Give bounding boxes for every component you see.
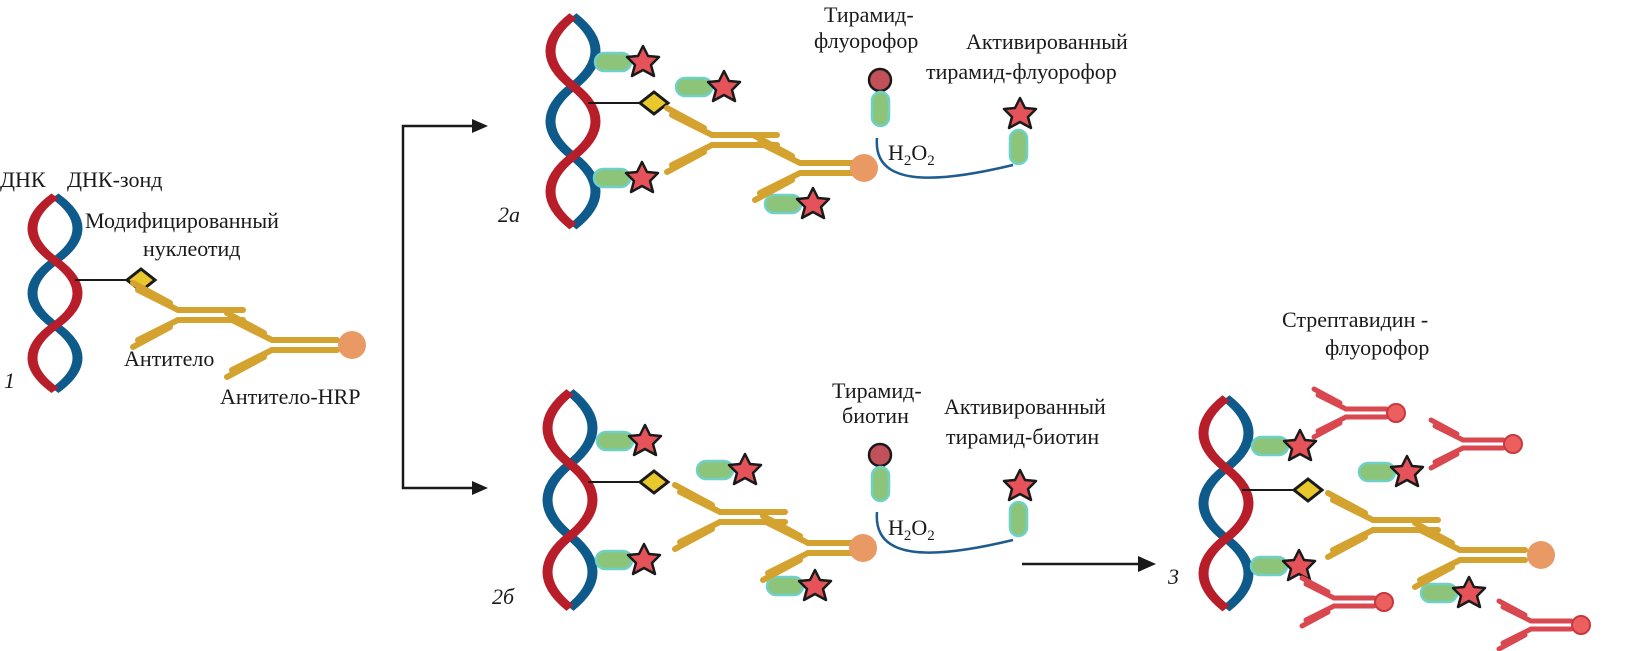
hrp-icon — [850, 154, 878, 182]
branch-arrow — [401, 124, 485, 490]
modified-nucleotide-icon — [586, 90, 670, 116]
label-streptavidin-line2: флуорофор — [1325, 335, 1429, 360]
fluorophore-icon — [867, 67, 893, 93]
streptavidin-fluorophore-icon — [1499, 601, 1590, 649]
dna-helix-icon — [33, 196, 78, 390]
panel-2b: Тирамид- биотин Активированный тирамид-б… — [492, 378, 1106, 609]
panel-2a: Тирамид- флуорофор Активированный тирами… — [498, 2, 1128, 227]
panel-number-3: 3 — [1167, 564, 1179, 589]
tyramide-biotin-icon — [594, 542, 662, 576]
label-modified-line1: Модифицированный — [85, 208, 279, 233]
streptavidin-fluorophore-icon — [1431, 420, 1522, 468]
reagent-h2o2: H2O2 — [888, 140, 935, 169]
panel-1: ДНК ДНК-зонд Модифицированный нуклеотид … — [0, 167, 366, 409]
tyramide-biotin-icon — [595, 423, 663, 457]
tyramide-icon — [870, 90, 891, 128]
tyramide-biotin-icon — [1357, 454, 1425, 488]
panel-number-2a: 2а — [498, 202, 520, 227]
tyramide-biotin-icon — [1250, 428, 1318, 462]
reaction-arrow-icon — [875, 511, 1014, 554]
label-tyramide-fluor-line1: Тирамид- — [824, 2, 914, 27]
label-activated-line1: Активированный — [966, 29, 1128, 54]
dna-helix-icon — [1204, 398, 1249, 609]
modified-nucleotide-icon — [1240, 477, 1324, 503]
streptavidin-fluorophore-icon — [1314, 389, 1405, 437]
hrp-icon — [849, 534, 877, 562]
activated-tyramide-icon — [1008, 500, 1029, 538]
panel-number-1: 1 — [4, 368, 15, 393]
secondary-antibody-icon — [755, 136, 865, 200]
secondary-antibody-icon — [227, 313, 337, 377]
tyramide-fluorophore-icon — [593, 44, 661, 78]
label-activated-biotin-line2: тирамид-биотин — [946, 424, 1099, 449]
arrow-head-2b-icon — [472, 481, 488, 495]
reagent-h2o2: H2O2 — [888, 515, 935, 544]
label-dna: ДНК — [0, 167, 46, 192]
activated-tyramide-icon — [1008, 128, 1029, 166]
reaction-arrow-icon — [875, 137, 1014, 179]
biotin-icon — [867, 442, 893, 468]
streptavidin-fluorophore-icon — [1302, 578, 1393, 626]
tyramide-fluorophore-icon — [674, 69, 742, 103]
tyramide-fluorophore-icon — [592, 160, 660, 194]
arrow-head-2a-icon — [472, 119, 488, 133]
activated-fluorophore-icon — [1002, 96, 1038, 130]
activated-biotin-icon — [1002, 468, 1038, 502]
label-activated-line2: тирамид-флуорофор — [926, 59, 1117, 84]
hrp-icon — [1527, 541, 1555, 569]
tyramide-icon — [870, 465, 891, 503]
tyramide-biotin-icon — [1249, 548, 1317, 582]
label-antibody-hrp: Антитело-HRP — [220, 384, 361, 409]
panel-3: Стрептавидин - флуорофор 3 — [1167, 307, 1590, 649]
label-dna-probe: ДНК-зонд — [67, 167, 162, 192]
label-streptavidin-line1: Стрептавидин - — [1282, 307, 1428, 332]
modified-nucleotide-icon — [586, 469, 670, 495]
dna-helix-icon — [551, 16, 596, 227]
arrow-head-3-icon — [1138, 556, 1156, 572]
label-tyramide-fluor-line2: флуорофор — [814, 28, 918, 53]
label-tyramide-biotin-line1: Тирамид- — [832, 378, 922, 403]
label-activated-biotin-line1: Активированный — [944, 394, 1106, 419]
label-tyramide-biotin-line2: биотин — [842, 403, 909, 428]
panel-number-2b: 2б — [492, 584, 515, 609]
dna-helix-icon — [548, 392, 593, 608]
tyramide-biotin-icon — [695, 452, 763, 486]
label-modified-line2: нуклеотид — [143, 236, 241, 261]
hrp-icon — [338, 331, 366, 359]
label-antibody: Антитело — [124, 346, 214, 371]
